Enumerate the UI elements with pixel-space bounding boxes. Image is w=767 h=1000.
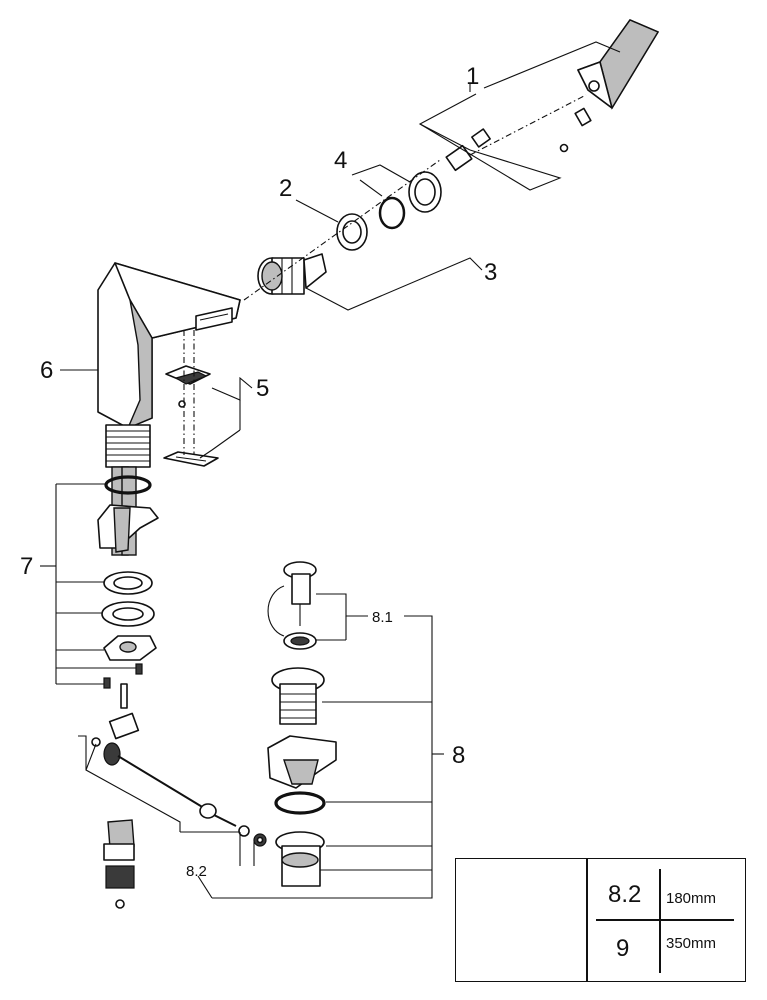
callout-7: 7 bbox=[20, 553, 33, 580]
washer-2 bbox=[101, 601, 155, 627]
countertop-section bbox=[97, 504, 159, 553]
cartridge-nut bbox=[336, 213, 368, 251]
faucet-body bbox=[97, 262, 241, 430]
table-length-180: 180mm bbox=[666, 890, 717, 907]
retaining-ring bbox=[408, 171, 442, 213]
drain-flange bbox=[271, 667, 325, 725]
table-divider-horizontal bbox=[596, 919, 734, 921]
o-ring bbox=[378, 196, 406, 230]
callout-5: 5 bbox=[256, 375, 269, 402]
callout-4: 4 bbox=[334, 147, 347, 174]
mounting-plate bbox=[163, 451, 219, 467]
lever-handle bbox=[559, 19, 660, 153]
connector-pieces bbox=[103, 819, 135, 909]
pop-up-rod bbox=[91, 712, 267, 847]
callout-8-2: 8.2 bbox=[186, 863, 207, 880]
callout-3: 3 bbox=[484, 259, 497, 286]
table-code-9: 9 bbox=[616, 935, 630, 962]
callout-6: 6 bbox=[40, 357, 53, 384]
callout-1: 1 bbox=[466, 63, 479, 90]
mounting-clip bbox=[165, 365, 211, 408]
plug-seal bbox=[283, 632, 317, 650]
table-length-350: 350mm bbox=[666, 935, 717, 952]
cartridge bbox=[257, 253, 327, 295]
table-divider-inner bbox=[659, 869, 661, 973]
pop-up-plug bbox=[283, 561, 317, 626]
leader-lines bbox=[40, 41, 621, 899]
rotation-arrow bbox=[267, 585, 285, 637]
callout-8: 8 bbox=[452, 742, 465, 769]
gasket-ring-top bbox=[104, 475, 152, 495]
drain-body bbox=[275, 831, 325, 887]
washer-1 bbox=[103, 571, 153, 595]
table-divider-vertical bbox=[586, 859, 588, 981]
mounting-bracket bbox=[103, 635, 157, 661]
length-table: 8.2 180mm 9 350mm bbox=[455, 858, 746, 982]
mounting-screws bbox=[103, 663, 143, 709]
callout-2: 2 bbox=[279, 175, 292, 202]
basin-section bbox=[267, 735, 337, 789]
callout-8-1: 8.1 bbox=[372, 609, 393, 626]
table-code-8-2: 8.2 bbox=[608, 881, 642, 908]
drain-gasket bbox=[274, 791, 326, 815]
